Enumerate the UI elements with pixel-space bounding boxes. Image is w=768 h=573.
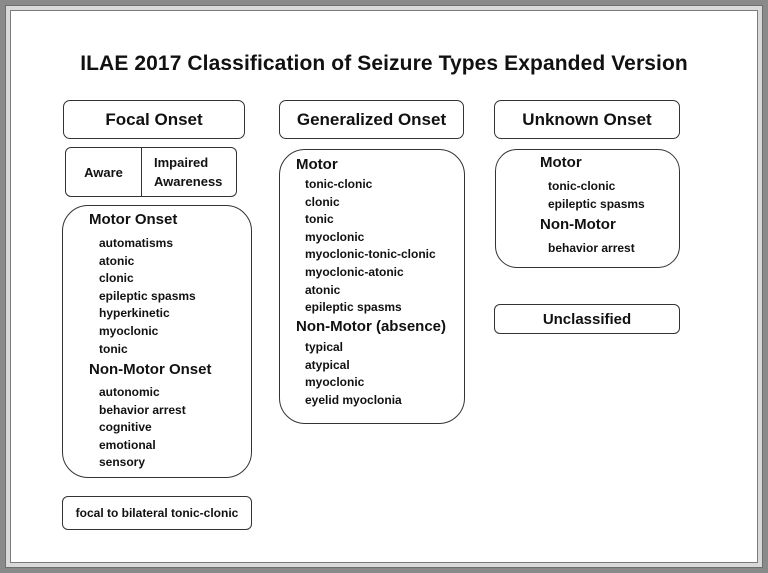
- list-item: epileptic spasms: [548, 196, 645, 211]
- list-item: atonic: [99, 253, 135, 268]
- list-item: sensory: [99, 455, 146, 470]
- generalized-motor-list: tonic-clonic clonic tonic myoclonic myoc…: [305, 176, 436, 317]
- focal-motor-title: Motor Onset: [89, 211, 178, 228]
- list-item: myoclonic-atonic: [305, 264, 404, 279]
- list-item: tonic-clonic: [548, 179, 616, 193]
- generalized-motor-title: Motor: [296, 156, 338, 173]
- focal-to-bilateral-box: focal to bilateral tonic-clonic: [62, 496, 252, 530]
- list-item: eyelid myoclonia: [305, 392, 402, 407]
- list-item: tonic-clonic: [305, 177, 373, 191]
- list-item: hyperkinetic: [99, 306, 170, 321]
- focal-motor-list: automatisms atonic clonic epileptic spas…: [99, 235, 196, 358]
- focal-nonmotor-list: autonomic behavior arrest cognitive emot…: [99, 384, 186, 472]
- list-item: myoclonic: [305, 229, 365, 244]
- unknown-nonmotor-title: Non-Motor: [540, 216, 616, 233]
- unclassified-box: Unclassified: [494, 304, 680, 334]
- generalized-nonmotor-list: typical atypical myoclonic eyelid myoclo…: [305, 339, 402, 409]
- list-item: clonic: [305, 194, 340, 209]
- unknown-onset-header: Unknown Onset: [494, 100, 680, 139]
- list-item: epileptic spasms: [99, 288, 196, 303]
- generalized-onset-header: Generalized Onset: [279, 100, 464, 139]
- focal-onset-header: Focal Onset: [63, 100, 245, 139]
- impaired-awareness-label: Impaired Awareness: [142, 148, 236, 196]
- list-item: cognitive: [99, 420, 152, 435]
- generalized-nonmotor-title: Non-Motor (absence): [296, 318, 446, 335]
- list-item: myoclonic: [99, 323, 159, 338]
- focal-types-box: [62, 205, 252, 478]
- unknown-motor-title: Motor: [540, 154, 582, 171]
- list-item: atonic: [305, 282, 341, 297]
- list-item: epileptic spasms: [305, 300, 402, 315]
- unknown-types-box: [495, 149, 680, 268]
- unknown-nonmotor-list: behavior arrest: [548, 240, 635, 258]
- generalized-types-box: [279, 149, 465, 424]
- list-item: atypical: [305, 357, 350, 372]
- list-item: behavior arrest: [548, 241, 635, 255]
- list-item: autonomic: [99, 385, 160, 399]
- impaired-line-1: Impaired: [154, 155, 209, 170]
- list-item: behavior arrest: [99, 402, 186, 417]
- diagram-title: ILAE 2017 Classification of Seizure Type…: [80, 52, 688, 75]
- list-item: emotional: [99, 437, 156, 452]
- list-item: myoclonic-tonic-clonic: [305, 247, 436, 262]
- list-item: typical: [305, 340, 344, 354]
- unknown-motor-list: tonic-clonic epileptic spasms: [548, 178, 645, 213]
- list-item: myoclonic: [305, 375, 365, 390]
- list-item: clonic: [99, 271, 134, 286]
- list-item: tonic: [99, 341, 128, 356]
- focal-nonmotor-title: Non-Motor Onset: [89, 361, 212, 378]
- impaired-line-2: Awareness: [154, 174, 223, 189]
- aware-label: Aware: [66, 148, 142, 196]
- list-item: automatisms: [99, 236, 174, 250]
- awareness-split-box: Aware Impaired Awareness: [65, 147, 237, 197]
- list-item: tonic: [305, 212, 334, 227]
